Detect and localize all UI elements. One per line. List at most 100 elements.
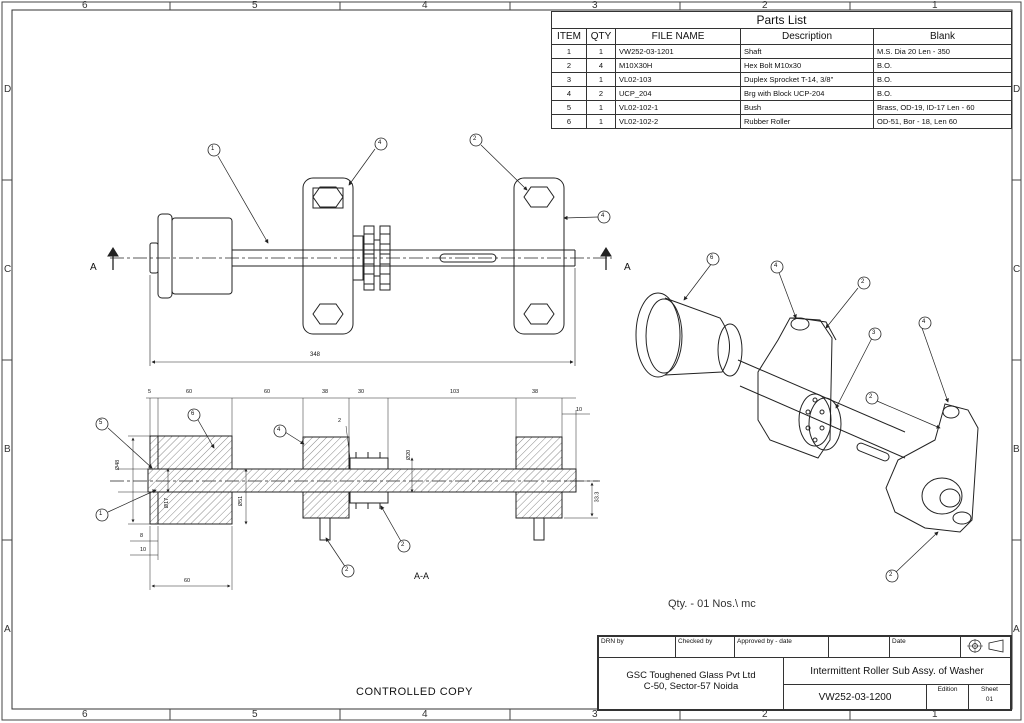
dim-text: 8 (140, 533, 144, 539)
header-description: Description (740, 28, 874, 45)
cell-item: 5 (551, 100, 587, 115)
dim-text: 38 (322, 389, 329, 395)
table-row: 3 1 VL02-103 Duplex Sprocket T-14, 3/8" … (551, 72, 1012, 87)
projection-symbol (960, 636, 1011, 658)
cell-file-name: VL02-103 (615, 72, 741, 87)
cell-description: Shaft (740, 44, 874, 59)
dim-text: 60 (184, 578, 191, 584)
cell-file-name: VL02-102-1 (615, 100, 741, 115)
top-view (107, 144, 612, 366)
dim-text: 10 (576, 407, 583, 413)
header-file-name: FILE NAME (615, 28, 741, 45)
cell-blank: B.O. (873, 58, 1012, 73)
cell-blank: M.S. Dia 20 Len - 350 (873, 44, 1012, 59)
dim-text: 103 (450, 389, 460, 395)
company-name: GSC Toughened Glass Pvt Ltd (626, 670, 756, 681)
zone-row-right-c: C (1013, 264, 1021, 275)
drawing-number: VW252-03-1200 (783, 684, 927, 710)
cell-blank: B.O. (873, 86, 1012, 101)
cell-qty: 1 (586, 44, 616, 59)
quantity-note: Qty. - 01 Nos.\ mc (668, 598, 756, 610)
cell-file-name: VL02-102-2 (615, 114, 741, 129)
dia-text: Ø20 (406, 449, 413, 461)
table-row: 5 1 VL02-102-1 Bush Brass, OD-19, ID-17 … (551, 100, 1012, 115)
zone-col-bottom-5: 5 (252, 709, 258, 720)
sheet-label: Sheet (981, 686, 998, 693)
dim-text: 2 (338, 418, 342, 424)
drn-by-label: DRN by (598, 636, 676, 658)
balloon-label: 4 (601, 213, 605, 219)
balloon-label: 2 (869, 394, 873, 400)
third-angle-projection-icon (967, 639, 1004, 653)
cell-description: Brg with Block UCP-204 (740, 86, 874, 101)
zone-col-top-1: 1 (932, 0, 938, 11)
balloon-label: 4 (277, 427, 281, 433)
cell-file-name: UCP_204 (615, 86, 741, 101)
balloon-label: 4 (378, 140, 382, 146)
cell-item: 4 (551, 86, 587, 101)
zone-row-left-a: A (4, 624, 11, 635)
zone-row-left-d: D (4, 84, 12, 95)
cell-description: Rubber Roller (740, 114, 874, 129)
controlled-copy-stamp: CONTROLLED COPY (356, 686, 473, 698)
zone-col-top-4: 4 (422, 0, 428, 11)
dim-text: 60 (186, 389, 193, 395)
parts-list-title: Parts List (551, 11, 1012, 29)
balloon-label: 2 (401, 542, 405, 548)
balloon-label: 1 (99, 511, 103, 517)
isometric-view (635, 262, 979, 573)
balloon-label: 4 (922, 319, 926, 325)
zone-row-left-b: B (4, 444, 11, 455)
cell-qty: 4 (586, 58, 616, 73)
zone-row-right-b: B (1013, 444, 1020, 455)
balloon-label: 6 (191, 411, 195, 417)
dia-text: Ø17 (164, 497, 171, 509)
checked-by-label: Checked by (675, 636, 735, 658)
balloon-label: 2 (473, 136, 477, 142)
balloon-label: 2 (861, 279, 865, 285)
zone-col-bottom-3: 3 (592, 709, 598, 720)
balloon-label: 4 (774, 263, 778, 269)
overall-length-dim: 348 (310, 352, 321, 358)
balloon-label: 3 (872, 330, 876, 336)
cell-blank: B.O. (873, 72, 1012, 87)
date-label: Date (889, 636, 961, 658)
cell-description: Bush (740, 100, 874, 115)
cell-qty: 1 (586, 72, 616, 87)
zone-col-bottom-2: 2 (762, 709, 768, 720)
balloon-label: 5 (99, 420, 103, 426)
balloon-label: 2 (345, 567, 349, 573)
zone-row-left-c: C (4, 264, 12, 275)
cell-description: Duplex Sprocket T-14, 3/8" (740, 72, 874, 87)
zone-row-right-d: D (1013, 84, 1021, 95)
cell-qty: 1 (586, 100, 616, 115)
dim-text: 30 (358, 389, 365, 395)
zone-row-right-a: A (1013, 624, 1020, 635)
dim-text: 10 (140, 547, 147, 553)
cell-item: 2 (551, 58, 587, 73)
cell-qty: 2 (586, 86, 616, 101)
cell-blank: OD-51, Bor - 18, Len 60 (873, 114, 1012, 129)
zone-col-top-3: 3 (592, 0, 598, 11)
approved-by-label: Approved by - date (734, 636, 829, 658)
parts-list-header-row: ITEM QTY FILE NAME Description Blank (551, 28, 1012, 45)
cell-qty: 1 (586, 114, 616, 129)
balloon-circles (95, 133, 932, 583)
drawing-title: Intermittent Roller Sub Assy. of Washer (783, 657, 1011, 685)
dim-text: 60 (264, 389, 271, 395)
section-mark-left: A (90, 262, 97, 273)
cell-file-name: M10X30H (615, 58, 741, 73)
sprocket-top (363, 225, 391, 291)
sheet-number: 01 (985, 696, 994, 703)
dim-text: 38 (532, 389, 539, 395)
cell-blank: Brass, OD-19, ID-17 Len - 60 (873, 100, 1012, 115)
zone-col-bottom-4: 4 (422, 709, 428, 720)
title-block: DRN by Checked by Approved by - date Dat… (597, 635, 1012, 711)
zone-col-top-2: 2 (762, 0, 768, 11)
dim-text: 33.3 (594, 491, 601, 503)
dim-text: 5 (148, 389, 152, 395)
company-address: C-50, Sector-57 Noida (643, 681, 739, 692)
